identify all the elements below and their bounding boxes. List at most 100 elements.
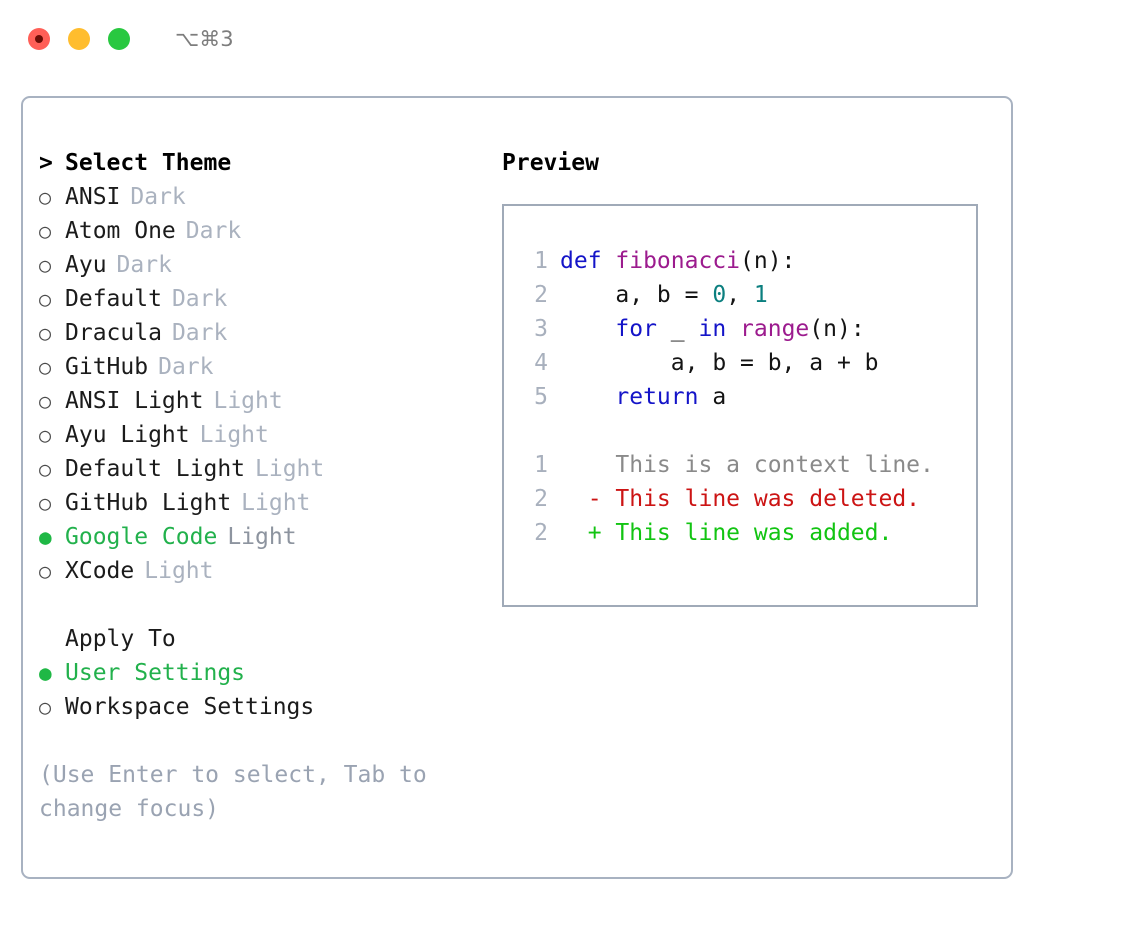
radio-selected-icon: ● (39, 661, 52, 685)
line-number: 2 (534, 486, 548, 512)
radio-unselected-icon: ○ (39, 253, 52, 277)
code-token-fn: fibonacci (615, 248, 741, 274)
theme-option-label: ANSI Light (65, 388, 204, 414)
maximize-window-button[interactable] (108, 28, 130, 50)
theme-option-label: XCode (65, 558, 135, 584)
theme-option-ayu-light[interactable]: ○ Ayu Light Light (39, 418, 479, 452)
diff-line-del: 2 - This line was deleted. (504, 482, 976, 516)
apply-to-title: ○ Apply To (39, 622, 479, 656)
spacer-icon: ○ (39, 622, 65, 656)
diff-line-ctx: 1 This is a context line. (504, 448, 976, 482)
theme-option-label: Default (65, 286, 162, 312)
apply-to-option-label: User Settings (65, 660, 246, 686)
theme-option-variant-tag: Light (213, 388, 283, 414)
line-number: 3 (534, 316, 548, 342)
code-line-content: a, b = b, a + b (560, 346, 879, 380)
line-number: 1 (534, 452, 548, 478)
diff-line-content: This is a context line. (560, 452, 934, 478)
code-token-pl: (n): (809, 316, 865, 342)
code-token-pl: , (726, 282, 754, 308)
code-token-pl: a, b = b, a + b (560, 350, 879, 376)
theme-option-ansi[interactable]: ○ ANSI Dark (39, 180, 479, 214)
diff-sample-block: 1 This is a context line.2 - This line w… (504, 448, 976, 550)
theme-option-label: Dracula (65, 320, 162, 346)
radio-unselected-icon: ○ (39, 355, 52, 379)
theme-option-variant-tag: Light (199, 422, 269, 448)
theme-option-atom-one[interactable]: ○ Atom One Dark (39, 214, 479, 248)
theme-option-label: Google Code (65, 524, 218, 550)
code-line: 1 def fibonacci(n): (504, 244, 976, 278)
theme-option-variant-tag: Dark (171, 286, 228, 312)
title-bar: ⌥⌘3 (0, 0, 1140, 78)
code-token-pl (560, 316, 615, 342)
apply-to-list: ● User Settings ○Workspace Settings (39, 656, 479, 724)
prompt-caret-icon: > (39, 150, 53, 176)
theme-option-label: ANSI (65, 184, 121, 210)
code-token-kw: return (615, 384, 699, 410)
theme-option-github-light[interactable]: ○ GitHub Light Light (39, 486, 479, 520)
radio-unselected-icon: ○ (39, 287, 52, 311)
line-number: 5 (534, 384, 548, 410)
code-line: 5 return a (504, 380, 976, 414)
select-theme-label: Select Theme (65, 150, 232, 176)
code-line: 4 a, b = b, a + b (504, 346, 976, 380)
code-token-kw: def (560, 248, 616, 274)
diff-line-add: 2 + This line was added. (504, 516, 976, 550)
close-window-button[interactable] (28, 28, 50, 50)
code-token-pl (560, 384, 615, 410)
apply-to-group: ○ Apply To ● User Settings ○Workspace Sett… (39, 622, 479, 724)
code-token-num: 0 (712, 282, 727, 308)
theme-option-label: Default Light (65, 456, 246, 482)
code-token-pl: a (698, 384, 727, 410)
radio-unselected-icon: ○ (39, 219, 52, 243)
code-token-kw: for (615, 316, 657, 342)
theme-option-label: Ayu (65, 252, 107, 278)
theme-option-label: GitHub Light (65, 490, 232, 516)
apply-to-option-user-settings[interactable]: ● User Settings (39, 656, 479, 690)
code-line: 3 for _ in range(n): (504, 312, 976, 346)
radio-unselected-icon: ○ (39, 321, 52, 345)
minimize-window-button[interactable] (68, 28, 90, 50)
select-theme-prompt: > Select Theme (39, 146, 479, 180)
preview-spacer (504, 414, 976, 448)
apply-to-option-workspace-settings[interactable]: ○Workspace Settings (39, 690, 479, 724)
diff-line-content: - This line was deleted. (560, 486, 921, 512)
theme-option-variant-tag: Light (241, 490, 311, 516)
code-token-pl (726, 316, 740, 342)
diff-line-content: + This line was added. (560, 520, 893, 546)
code-token-num: 1 (753, 282, 768, 308)
theme-option-label: Ayu Light (65, 422, 190, 448)
theme-option-label: Atom One (65, 218, 176, 244)
line-number: 1 (534, 248, 548, 274)
keyboard-hint-text: (Use Enter to select, Tab to change focu… (39, 762, 441, 822)
line-number: 2 (534, 282, 548, 308)
theme-option-default[interactable]: ○ Default Dark (39, 282, 479, 316)
theme-option-variant-tag: Light (144, 558, 214, 584)
traffic-light-group (28, 28, 130, 50)
preview-title: Preview (502, 150, 599, 176)
apply-to-label: Apply To (65, 626, 176, 652)
code-token-pl: (n): (740, 248, 796, 274)
theme-option-label: GitHub (65, 354, 149, 380)
radio-unselected-icon: ○ (39, 185, 52, 209)
radio-unselected-icon: ○ (39, 491, 52, 515)
radio-unselected-icon: ○ (39, 423, 52, 447)
theme-option-variant-tag: Dark (185, 218, 242, 244)
theme-option-variant-tag: Dark (130, 184, 186, 210)
code-line-content: a, b = 0, 1 (560, 278, 768, 312)
theme-option-variant-tag: Light (227, 524, 297, 550)
